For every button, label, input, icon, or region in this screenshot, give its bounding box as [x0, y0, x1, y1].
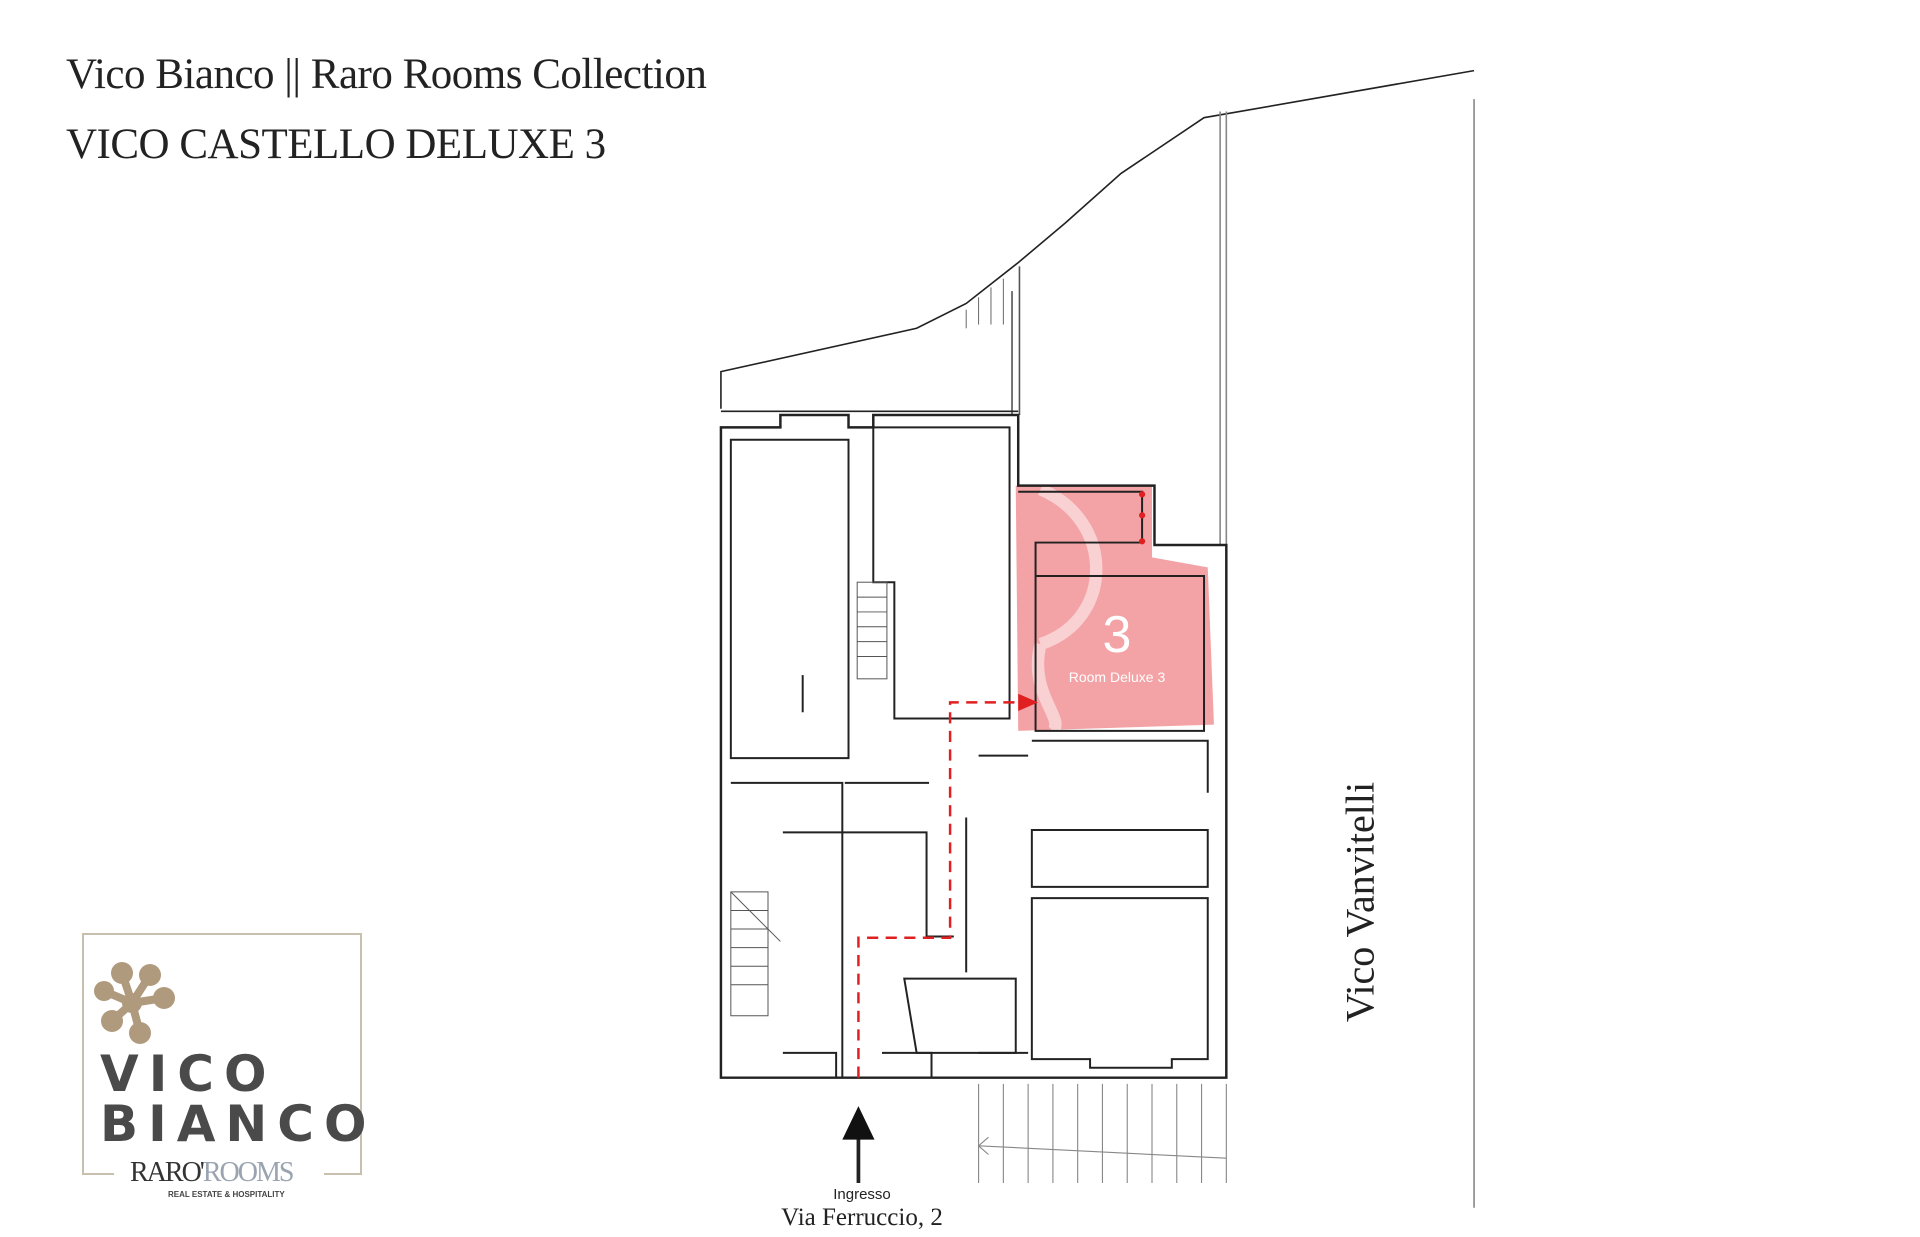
entrance-street-label: Via Ferruccio, 2 — [781, 1204, 943, 1231]
entrance-label: Ingresso — [833, 1186, 891, 1203]
brand-raro: RARO' — [130, 1157, 205, 1188]
vico-bianco-logo: VICO BIANCO RARO'ROOMS REAL ESTATE & HOS… — [82, 933, 366, 1199]
site-boundary — [720, 69, 1475, 409]
page-subtitle: VICO CASTELLO DELUXE 3 — [66, 121, 606, 168]
logo-word-vico: VICO — [100, 1045, 277, 1103]
flower-logo-icon — [94, 962, 175, 1044]
page-title: Vico Bianco || Raro Rooms Collection — [66, 51, 707, 98]
route-arrow-icon — [1018, 693, 1039, 712]
building-outline — [719, 413, 1228, 1079]
route-path — [857, 701, 1019, 1078]
room-label: Room Deluxe 3 — [1068, 669, 1166, 685]
street-label-vico-vanvitelli: Vico Vanvitelli — [1337, 781, 1383, 1023]
brand-tagline: REAL ESTATE & HOSPITALITY — [168, 1190, 285, 1199]
logo-bottom-rule — [82, 1173, 362, 1175]
room-number: 3 — [1102, 606, 1132, 664]
room-deluxe-3-highlight — [1015, 485, 1214, 731]
logo-word-bianco: BIANCO — [100, 1095, 377, 1153]
entrance-arrow-icon — [842, 1106, 875, 1140]
brand-rooms: ROOMS — [202, 1157, 295, 1188]
